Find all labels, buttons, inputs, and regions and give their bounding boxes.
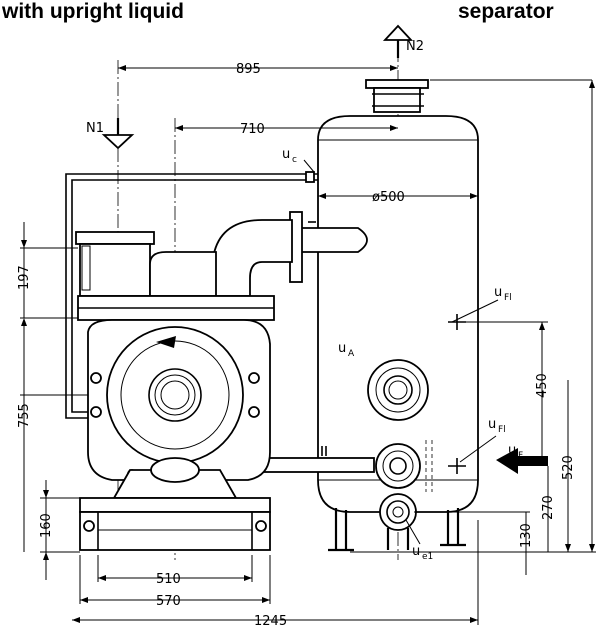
dim-270: 270 bbox=[541, 495, 556, 520]
svg-text:c: c bbox=[292, 155, 297, 165]
svg-text:A: A bbox=[348, 349, 355, 359]
connection-ua-label: u A bbox=[338, 341, 355, 359]
connection-ufl-top-label: u Fl bbox=[494, 285, 512, 303]
separator-vessel bbox=[243, 79, 479, 552]
svg-text:u: u bbox=[412, 544, 420, 559]
dim-570: 570 bbox=[156, 594, 181, 609]
dim-1245: 1245 bbox=[254, 614, 287, 629]
svg-text:Fl: Fl bbox=[504, 293, 512, 303]
dim-diameter-500: ø500 bbox=[372, 190, 405, 205]
connection-uc-label: u c bbox=[282, 147, 297, 165]
svg-text:u: u bbox=[338, 341, 346, 356]
svg-text:u: u bbox=[488, 417, 496, 432]
svg-text:u: u bbox=[282, 147, 290, 162]
dimension-lines bbox=[20, 65, 596, 625]
connection-ufl-low-label: u Fl bbox=[488, 417, 506, 435]
flow-in-arrow-icon bbox=[496, 448, 548, 474]
nozzle-n1-label: N1 bbox=[86, 121, 104, 136]
dim-450: 450 bbox=[535, 373, 550, 398]
svg-text:u: u bbox=[494, 285, 502, 300]
vacuum-pump bbox=[65, 171, 318, 551]
dim-895: 895 bbox=[236, 62, 261, 77]
dim-755: 755 bbox=[17, 403, 32, 428]
connection-ue1-label: u e1 bbox=[412, 544, 433, 562]
dim-130: 130 bbox=[519, 523, 534, 548]
connection-uf-label: u F bbox=[508, 443, 523, 461]
svg-text:Fl: Fl bbox=[498, 425, 506, 435]
dim-510: 510 bbox=[156, 572, 181, 587]
dim-710: 710 bbox=[240, 122, 265, 137]
nozzle-n2-label: N2 bbox=[406, 39, 424, 54]
header-right-text: separator bbox=[458, 0, 554, 23]
dim-520: 520 bbox=[561, 455, 576, 480]
nozzle-n1-arrow-icon bbox=[101, 118, 135, 150]
dim-197: 197 bbox=[17, 265, 32, 290]
nozzle-n2-arrow-icon bbox=[382, 24, 414, 58]
svg-text:e1: e1 bbox=[422, 552, 433, 562]
svg-text:F: F bbox=[518, 451, 523, 461]
header-left-text: with upright liquid bbox=[1, 0, 184, 23]
dim-160: 160 bbox=[39, 513, 54, 538]
svg-text:u: u bbox=[508, 443, 516, 458]
